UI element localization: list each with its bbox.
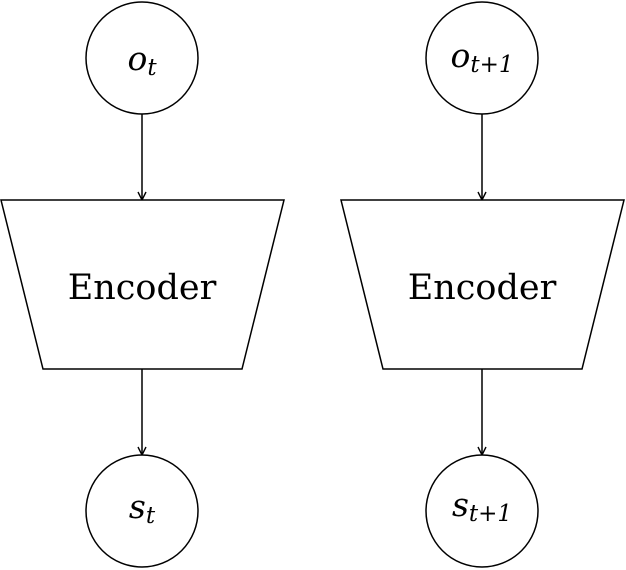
node-s-t-circle (85, 454, 199, 568)
node-o-t-plus-1: ot+1 (425, 1, 539, 115)
right-column: ot+1 Encoder st+1 (340, 1, 625, 568)
node-s-t-label: st (129, 487, 156, 530)
encoder-left: Encoder (0, 199, 285, 370)
node-o-t-plus-1-label: ot+1 (450, 36, 513, 79)
left-column: ot Encoder st (0, 1, 285, 568)
node-s-t-plus-1: st+1 (425, 454, 539, 568)
node-o-t: ot (85, 1, 199, 115)
encoder-right-label: Encoder (408, 268, 557, 308)
node-s-t-plus-1-circle (425, 454, 539, 568)
encoder-right: Encoder (340, 199, 625, 370)
node-s-t: st (85, 454, 199, 568)
encoder-left-label: Encoder (68, 268, 217, 308)
encoder-right-shape (340, 199, 625, 370)
encoder-left-shape (0, 199, 285, 370)
node-s-t-plus-1-label: st+1 (452, 485, 512, 528)
node-o-t-label: ot (127, 39, 157, 82)
